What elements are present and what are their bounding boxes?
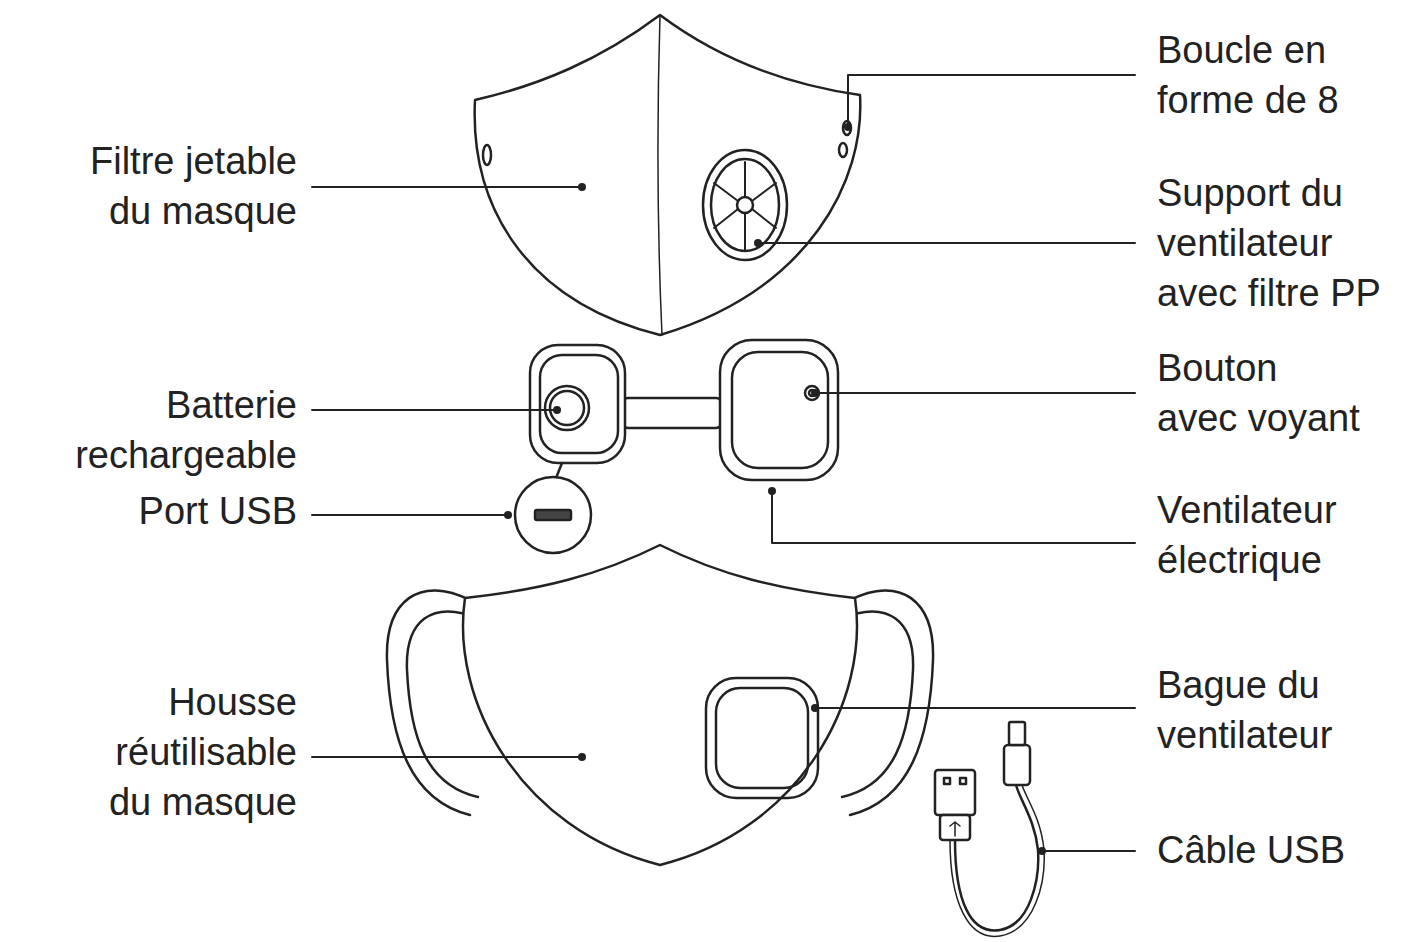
part-label: Bague du ventilateur	[1157, 660, 1357, 760]
battery-fan-module	[530, 340, 838, 480]
part-label: Boucle en forme de 8	[1157, 25, 1357, 125]
reusable-cover	[387, 545, 933, 865]
leader-lines	[312, 75, 1135, 851]
usb-port-inset	[515, 463, 591, 553]
usb-cable	[935, 722, 1044, 936]
part-label: Housse réutilisable du masque	[87, 677, 297, 827]
part-label: Bouton avec voyant	[1157, 343, 1364, 443]
part-label: Port USB	[57, 486, 297, 536]
part-label: Câble USB	[1157, 825, 1407, 875]
part-label: Ventilateur électrique	[1157, 485, 1357, 585]
part-label: Support du ventilateur avec filtre PP	[1157, 168, 1397, 318]
part-label: Batterie rechargeable	[57, 380, 297, 480]
part-label: Filtre jetable du masque	[65, 136, 297, 236]
filter-mask	[475, 15, 861, 335]
leader-dots	[504, 123, 1046, 855]
